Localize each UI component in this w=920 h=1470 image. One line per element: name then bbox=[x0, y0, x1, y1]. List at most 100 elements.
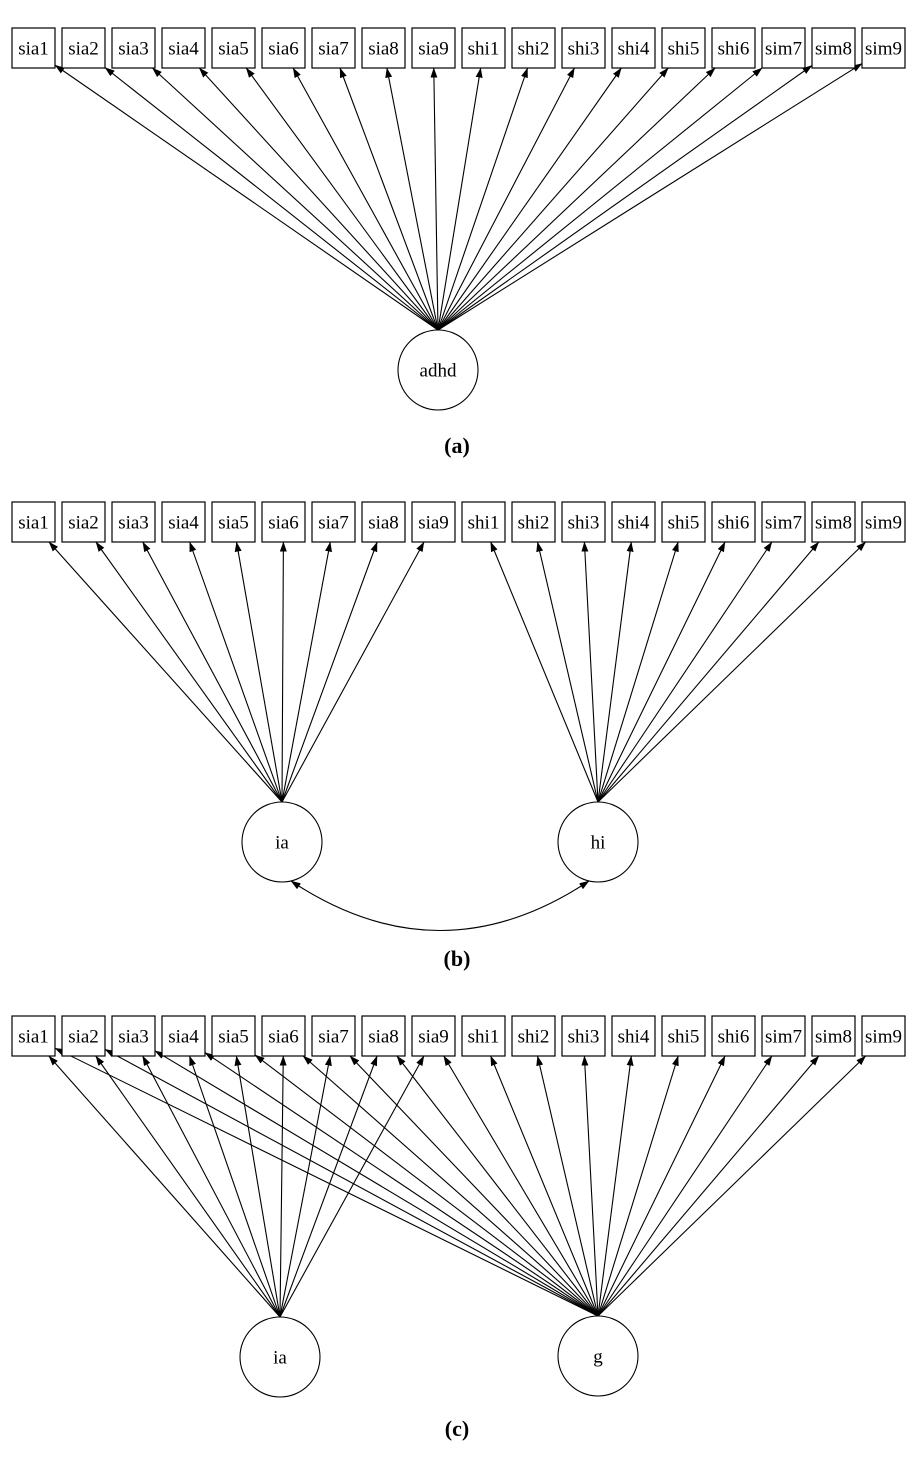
indicator-label-shi3: shi3 bbox=[568, 39, 600, 60]
indicator-box-sim7 bbox=[761, 1015, 806, 1057]
loading-arrow-g-sia7 bbox=[349, 1055, 599, 1317]
loading-arrow-ia-sia4 bbox=[189, 541, 283, 803]
indicator-box-sia3 bbox=[111, 501, 156, 543]
indicator-label-sia2: sia2 bbox=[68, 513, 99, 534]
loading-arrow-ia-sia7 bbox=[279, 1055, 332, 1318]
indicator-label-sim9: sim9 bbox=[865, 39, 902, 60]
loading-arrow-g-sia5 bbox=[254, 1054, 599, 1317]
indicator-label-sia4: sia4 bbox=[168, 39, 199, 60]
indicator-box-shi1 bbox=[461, 27, 506, 69]
indicator-label-sia8: sia8 bbox=[368, 513, 399, 534]
indicator-label-sim7: sim7 bbox=[765, 39, 802, 60]
loading-arrow-adhd-sia7 bbox=[339, 67, 439, 331]
indicator-label-shi3: shi3 bbox=[568, 1027, 600, 1048]
loading-arrow-hi-shi2 bbox=[536, 541, 599, 803]
loading-arrow-hi-sim8 bbox=[597, 541, 820, 803]
loading-arrow-ia-sia4 bbox=[188, 1055, 281, 1318]
loading-arrow-adhd-sia4 bbox=[198, 67, 439, 331]
loading-arrow-g-sia8 bbox=[396, 1055, 599, 1317]
indicator-box-sia7 bbox=[311, 1015, 356, 1057]
indicator-label-shi2: shi2 bbox=[518, 1027, 550, 1048]
indicator-box-sia4 bbox=[161, 501, 206, 543]
loading-arrow-adhd-shi4 bbox=[437, 67, 622, 331]
indicator-label-sia3: sia3 bbox=[118, 1027, 149, 1048]
indicator-box-sia4 bbox=[161, 1015, 206, 1057]
indicator-box-sia1 bbox=[11, 27, 56, 69]
indicator-box-shi6 bbox=[711, 501, 756, 543]
indicator-label-sia9: sia9 bbox=[418, 39, 449, 60]
loading-arrow-ia-sia9 bbox=[281, 541, 425, 803]
loading-arrow-ia-sia7 bbox=[281, 541, 332, 803]
indicator-box-sia1 bbox=[11, 501, 56, 543]
loading-arrow-ia-sia8 bbox=[279, 1055, 378, 1318]
indicator-box-sia6 bbox=[261, 27, 306, 69]
loading-arrow-g-sim7 bbox=[597, 1055, 773, 1317]
loading-arrow-ia-sia1 bbox=[48, 1055, 281, 1318]
loading-arrow-g-sim8 bbox=[597, 1055, 820, 1317]
indicator-box-sia5 bbox=[211, 1015, 256, 1057]
loading-arrow-hi-shi3 bbox=[581, 541, 599, 803]
indicator-label-shi5: shi5 bbox=[668, 1027, 700, 1048]
factor-label-g: g bbox=[593, 1347, 603, 1368]
indicator-label-sia2: sia2 bbox=[68, 1027, 99, 1048]
indicator-box-sia3 bbox=[111, 27, 156, 69]
indicator-box-sim8 bbox=[811, 1015, 856, 1057]
indicator-box-sia6 bbox=[261, 501, 306, 543]
indicator-box-sia9 bbox=[411, 27, 456, 69]
loading-arrow-ia-sia2 bbox=[95, 1055, 281, 1318]
indicator-box-sia8 bbox=[361, 501, 406, 543]
indicator-label-shi2: shi2 bbox=[518, 513, 550, 534]
indicator-box-shi2 bbox=[511, 27, 556, 69]
loading-arrow-adhd-sia5 bbox=[245, 67, 439, 331]
indicator-box-sia5 bbox=[211, 27, 256, 69]
loading-arrow-ia-sia5 bbox=[234, 541, 283, 803]
indicator-label-sia1: sia1 bbox=[18, 513, 49, 534]
indicator-label-sim8: sim8 bbox=[815, 1027, 852, 1048]
indicator-label-sia9: sia9 bbox=[418, 513, 449, 534]
indicator-label-sim7: sim7 bbox=[765, 1027, 802, 1048]
indicator-box-sim7 bbox=[761, 27, 806, 69]
factor-label-ia: ia bbox=[275, 833, 289, 854]
indicator-box-sim9 bbox=[861, 501, 906, 543]
indicator-box-shi3 bbox=[561, 27, 606, 69]
indicator-box-sia2 bbox=[61, 501, 106, 543]
indicator-label-sim8: sim8 bbox=[815, 513, 852, 534]
loading-arrow-ia-sia9 bbox=[279, 1055, 425, 1318]
loading-arrow-g-shi6 bbox=[597, 1055, 726, 1317]
indicator-box-sia2 bbox=[61, 1015, 106, 1057]
loading-arrow-hi-shi6 bbox=[597, 541, 726, 803]
indicator-box-shi6 bbox=[711, 27, 756, 69]
loading-arrow-adhd-sia6 bbox=[292, 67, 439, 331]
indicator-box-shi1 bbox=[461, 1015, 506, 1057]
loading-arrow-adhd-sia3 bbox=[152, 67, 439, 331]
loading-arrow-adhd-shi3 bbox=[437, 67, 575, 331]
indicator-label-shi6: shi6 bbox=[718, 39, 750, 60]
panel-caption-a: (a) bbox=[444, 433, 470, 458]
loading-arrow-adhd-shi1 bbox=[437, 67, 483, 331]
indicator-label-sia5: sia5 bbox=[218, 39, 249, 60]
indicator-box-sia3 bbox=[111, 1015, 156, 1057]
loading-arrow-g-sia2 bbox=[104, 1048, 599, 1317]
indicator-label-sia4: sia4 bbox=[168, 513, 199, 534]
indicator-box-sia8 bbox=[361, 27, 406, 69]
indicator-box-shi2 bbox=[511, 501, 556, 543]
factor-circle-hi bbox=[557, 801, 639, 883]
loading-arrow-adhd-shi5 bbox=[437, 67, 669, 331]
factor-label-adhd: adhd bbox=[420, 361, 457, 382]
indicator-label-sia3: sia3 bbox=[118, 39, 149, 60]
loading-arrow-ia-sia1 bbox=[48, 541, 283, 803]
indicator-label-sia9: sia9 bbox=[418, 1027, 449, 1048]
indicator-box-sia9 bbox=[411, 501, 456, 543]
loading-arrow-hi-shi4 bbox=[597, 541, 634, 803]
indicator-box-shi4 bbox=[611, 27, 656, 69]
loading-arrow-ia-sia6 bbox=[279, 1055, 287, 1318]
loading-arrow-ia-sia2 bbox=[95, 541, 283, 803]
indicator-label-shi5: shi5 bbox=[668, 39, 700, 60]
indicator-box-sia6 bbox=[261, 1015, 306, 1057]
indicator-box-shi5 bbox=[661, 27, 706, 69]
indicator-label-shi6: shi6 bbox=[718, 1027, 750, 1048]
loading-arrow-hi-sim7 bbox=[597, 541, 773, 803]
